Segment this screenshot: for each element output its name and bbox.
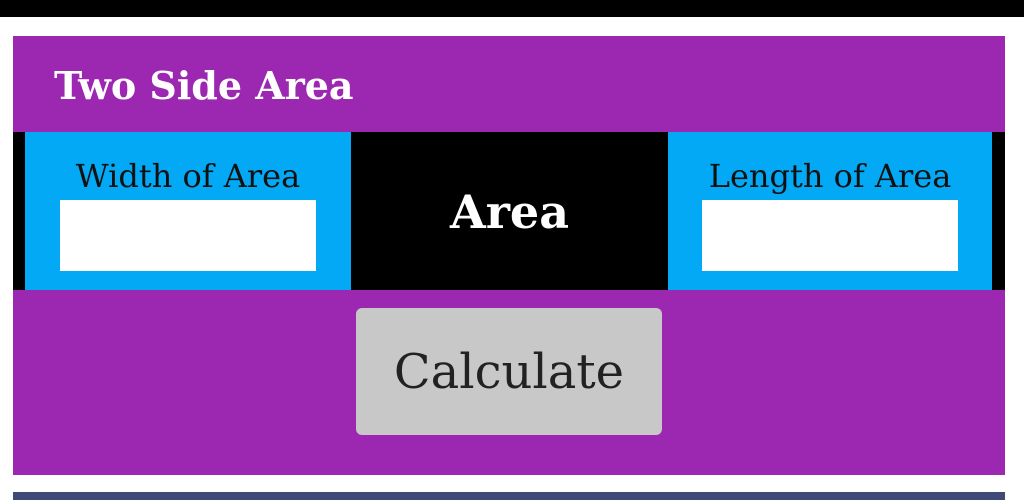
bottom-strip [13, 492, 1005, 500]
length-panel: Length of Area [668, 132, 992, 290]
length-input[interactable] [702, 200, 958, 271]
two-side-area-card: Two Side Area Width of Area Area Length … [13, 36, 1005, 475]
calculate-button[interactable]: Calculate [356, 308, 662, 435]
width-panel: Width of Area [25, 132, 351, 290]
card-title: Two Side Area [54, 63, 354, 108]
area-label: Area [450, 185, 569, 239]
length-label: Length of Area [708, 157, 952, 195]
width-input[interactable] [60, 200, 316, 271]
input-band: Width of Area Area Length of Area [13, 132, 1005, 290]
width-label: Width of Area [75, 157, 301, 195]
status-bar [0, 0, 1024, 17]
